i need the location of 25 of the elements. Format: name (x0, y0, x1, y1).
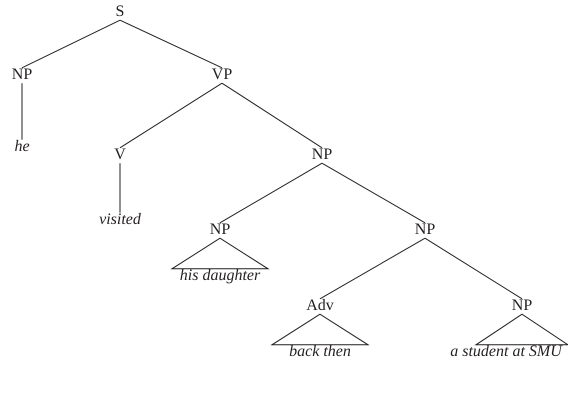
category-label: V (114, 146, 126, 164)
branch-line (120, 82, 222, 148)
category-label: NP (312, 146, 332, 164)
category-label: NP (12, 66, 32, 84)
branch-line (22, 20, 120, 68)
branch-line (322, 162, 426, 224)
branch-line (220, 162, 322, 224)
category-label: NP (210, 220, 230, 240)
branch-line (424, 238, 522, 300)
category-label: Adv (306, 296, 334, 316)
triangle-connector (270, 314, 370, 346)
triangle-connector (474, 314, 568, 346)
category-label: VP (212, 66, 232, 84)
phrase-text: he (14, 138, 30, 156)
phrase-text: a student at SMU (450, 342, 562, 362)
branch-line (222, 82, 322, 148)
triangle-connector (170, 238, 270, 270)
branch-line (320, 238, 426, 300)
category-label: S (116, 2, 124, 22)
phrase-text: back then (289, 342, 351, 362)
phrase-text: visited (99, 210, 141, 230)
phrase-text: his daughter (180, 266, 260, 286)
branch-line (120, 20, 222, 68)
category-label: NP (512, 296, 532, 316)
category-label: NP (414, 220, 436, 240)
